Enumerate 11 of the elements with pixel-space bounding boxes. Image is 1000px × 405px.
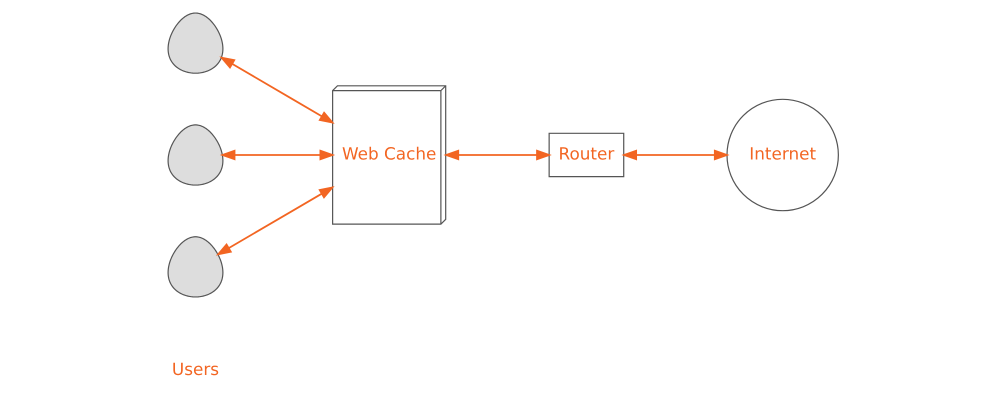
- node-person: [167, 236, 224, 298]
- label: Users: [172, 358, 220, 379]
- arrow: [621, 150, 730, 160]
- arrow: [219, 56, 335, 124]
- arrow: [216, 186, 335, 256]
- node-circle: Internet: [726, 98, 839, 212]
- arrow: [443, 150, 552, 160]
- node-person: [167, 12, 224, 74]
- arrow: [220, 150, 336, 160]
- node-box: Router: [548, 132, 624, 178]
- node-person: [167, 124, 224, 186]
